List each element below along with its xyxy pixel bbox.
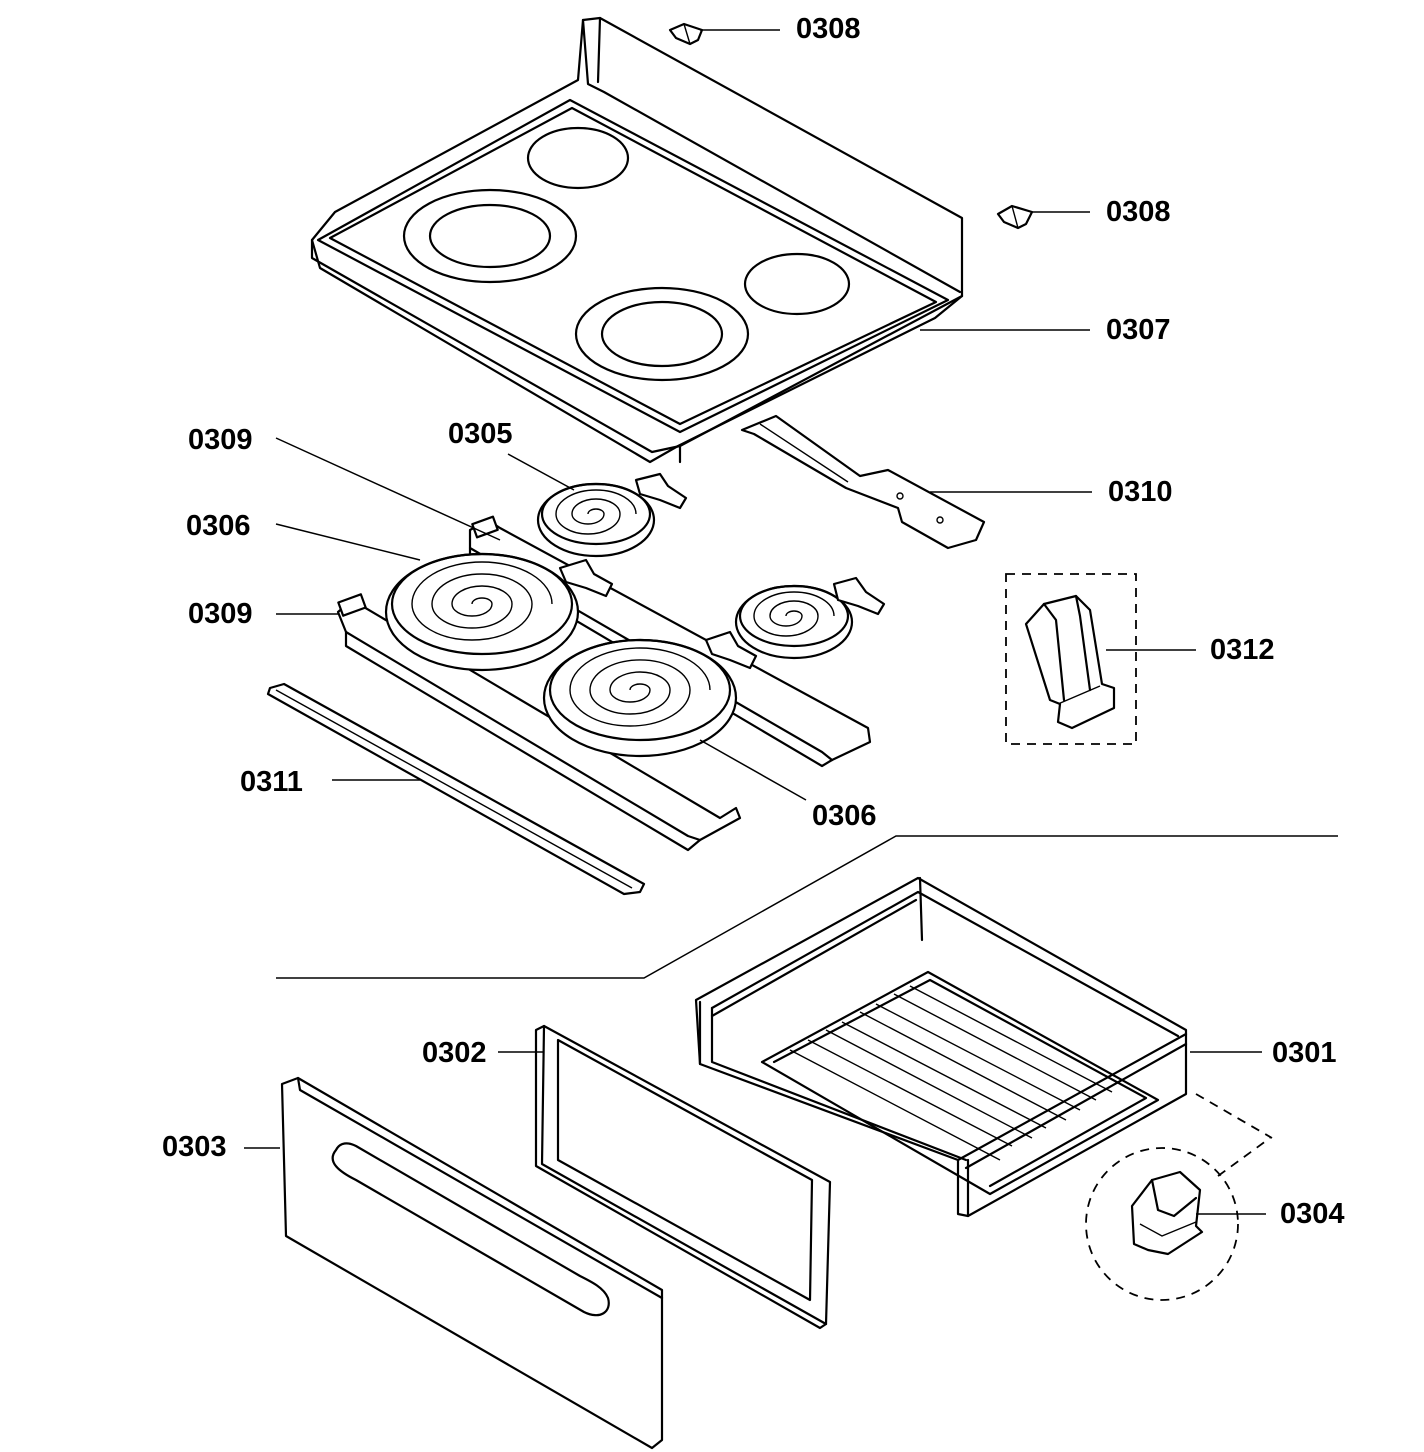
label-0305: 0305 xyxy=(448,418,513,450)
label-0306-upper: 0306 xyxy=(186,510,251,542)
wire-harness xyxy=(740,414,986,550)
label-0309-upper: 0309 xyxy=(188,424,253,456)
detail-0304 xyxy=(1085,1093,1273,1301)
small-element-right xyxy=(734,576,886,660)
label-0304: 0304 xyxy=(1280,1198,1345,1230)
label-0308-right: 0308 xyxy=(1106,196,1171,228)
clip-top xyxy=(668,22,704,46)
label-0303: 0303 xyxy=(162,1131,227,1163)
separator-lines xyxy=(276,835,1338,979)
label-0302: 0302 xyxy=(422,1037,487,1069)
drawer-body xyxy=(694,876,1188,1218)
large-element-front xyxy=(542,630,758,758)
label-0310: 0310 xyxy=(1108,476,1173,508)
label-0312: 0312 xyxy=(1210,634,1275,666)
trim-strip xyxy=(266,682,646,896)
drawer-front xyxy=(280,1076,664,1450)
label-0308-top: 0308 xyxy=(796,13,861,45)
label-0309-lower: 0309 xyxy=(188,598,253,630)
label-0307: 0307 xyxy=(1106,314,1171,346)
leader-lines xyxy=(244,29,1266,1215)
clip-right xyxy=(996,204,1034,230)
label-0311: 0311 xyxy=(240,766,303,798)
drawer-liner xyxy=(534,1024,832,1330)
small-element-rear xyxy=(536,472,688,558)
cooktop-panel xyxy=(310,16,964,464)
label-0301: 0301 xyxy=(1272,1037,1337,1069)
detail-0312 xyxy=(1005,573,1137,745)
large-element-left xyxy=(384,552,614,672)
label-0306-lower: 0306 xyxy=(812,800,877,832)
